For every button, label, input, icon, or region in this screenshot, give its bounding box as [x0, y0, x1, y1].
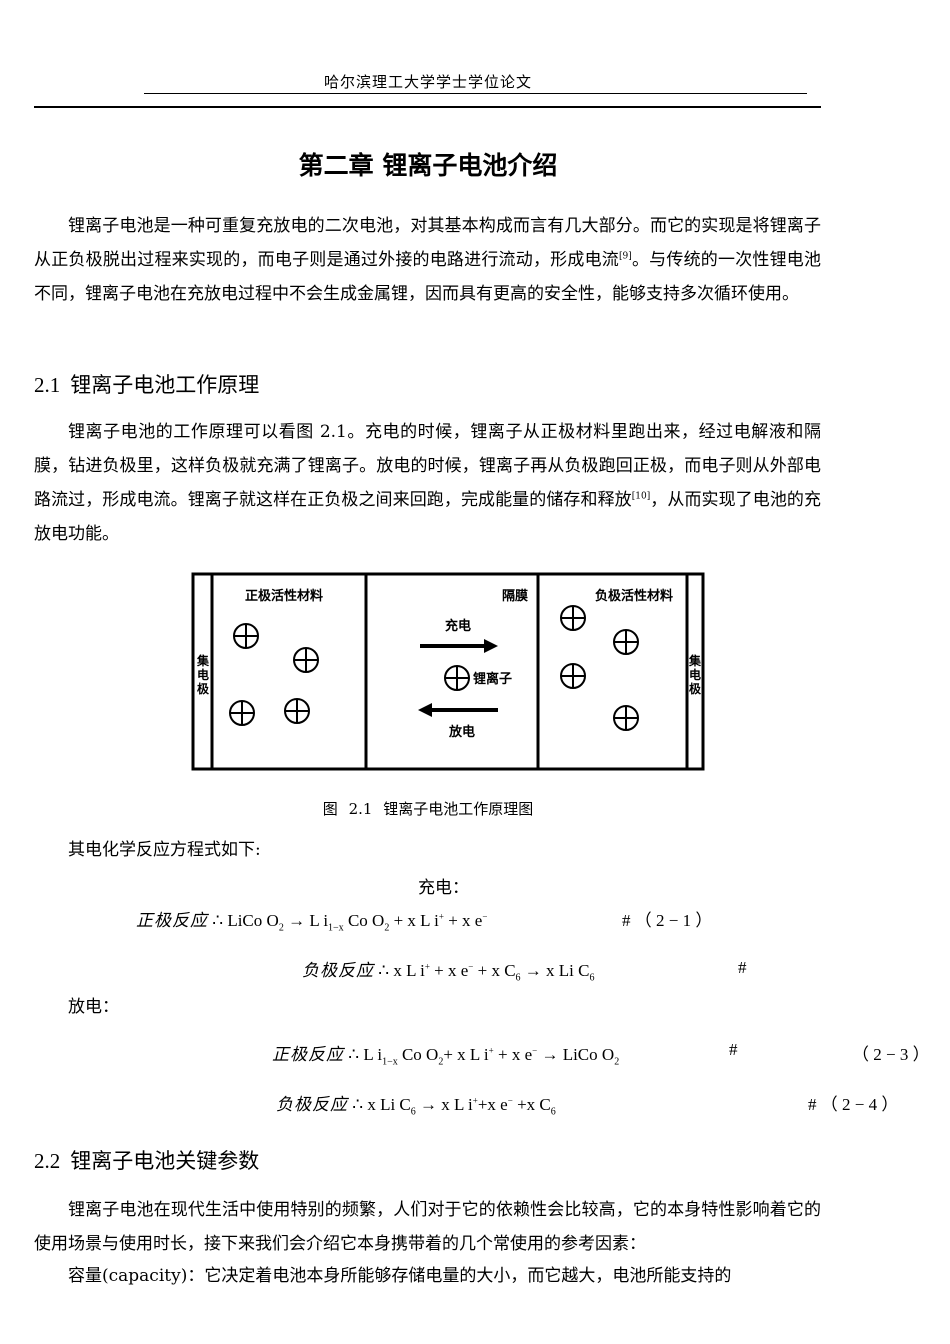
- equation-2-3: 正极反应 ∴ L i1−x Co O2+ x L i+ + x e− → LiC…: [272, 1045, 620, 1068]
- discharge-arrow-head: [418, 703, 432, 717]
- section-heading-2-1: 2.1 锂离子电池工作原理: [34, 369, 259, 399]
- capacity-paragraph: 容量(capacity)：它决定着电池本身所能够存储电量的大小，而它越大，电池所…: [68, 1266, 732, 1286]
- battery-diagram: 正极活性材料 隔膜 负极活性材料 集电极 集电极 充电 放电 锂离子: [191, 572, 705, 771]
- section-title: 锂离子电池关键参数: [70, 1149, 260, 1173]
- intro-text-b: 。与传统的一次性锂电池不同，锂离子电池在充放电过程中不会生成金属锂，因而具有更高…: [34, 250, 822, 304]
- reaction-intro: 其电化学反应方程式如下:: [68, 840, 261, 860]
- equation-label: 正极反应: [136, 911, 208, 931]
- equation-2-1: 正极反应 ∴ LiCo O2 → L i1−x Co O2 + x L i+ +…: [136, 911, 488, 934]
- citation-9: [9]: [619, 251, 632, 262]
- chapter-title: 第二章 锂离子电池介绍: [298, 151, 558, 180]
- figure-caption: 图 2.1 锂离子电池工作原理图: [322, 800, 534, 818]
- header-rule-thin: [144, 93, 807, 94]
- ion-icon: [233, 623, 259, 649]
- charge-heading: 充电：: [418, 878, 469, 898]
- header-rule-thick: [34, 106, 821, 108]
- intro-paragraph: 锂离子电池是一种可重复充放电的二次电池，对其基本构成而言有几大部分。而它的实现是…: [34, 209, 821, 311]
- ion-icon: [284, 698, 310, 724]
- equation-number-2-1: # （ 2 − 1 ）: [622, 911, 713, 930]
- cathode-label: 正极活性材料: [245, 588, 323, 604]
- running-header: 哈尔滨理工大学学士学位论文: [323, 73, 532, 91]
- intro-text-a: 锂离子电池是一种可重复充放电的二次电池，对其基本构成而言有几大部分。而它的实现是…: [34, 216, 821, 270]
- ion-icon: [613, 629, 639, 655]
- equation-label: 正极反应: [272, 1045, 344, 1065]
- equation-label: 负极反应: [302, 961, 374, 981]
- equation-label: 负极反应: [276, 1095, 348, 1115]
- section-number: 2.1: [34, 373, 61, 397]
- citation-10: [10]: [631, 491, 651, 502]
- ion-icon: [560, 663, 586, 689]
- anode-label: 负极活性材料: [595, 588, 673, 604]
- discharge-label: 放电: [448, 724, 475, 740]
- section-2-2-paragraph: 锂离子电池在现代生活中使用特别的频繁，人们对于它的依赖性会比较高，它的本身特性影…: [34, 1200, 821, 1254]
- ion-icon: [613, 705, 639, 731]
- separator-label: 隔膜: [502, 588, 528, 604]
- equation-number-2-3: （ 2 − 3 ）: [852, 1045, 930, 1064]
- ion-icon: [293, 647, 319, 673]
- ion-label: 锂离子: [473, 671, 512, 687]
- charge-arrow-head: [484, 639, 498, 653]
- equation-2-4: 负极反应 ∴ x Li C6 → x L i++x e− +x C6: [276, 1095, 556, 1118]
- discharge-heading: 放电：: [68, 997, 119, 1017]
- section-title: 锂离子电池工作原理: [70, 373, 260, 397]
- ion-icon: [229, 700, 255, 726]
- paragraph-text-a: 锂离子电池的工作原理可以看图 2.1。充电的时候，锂离子从正极材料里跑出来，经过…: [34, 422, 821, 510]
- battery-outline: [191, 572, 705, 771]
- section-number: 2.2: [34, 1149, 61, 1173]
- ion-icon: [560, 605, 586, 631]
- left-collector-label: 集电极: [196, 653, 210, 696]
- ion-center-icon: [444, 665, 470, 691]
- section-2-1-paragraph: 锂离子电池的工作原理可以看图 2.1。充电的时候，锂离子从正极材料里跑出来，经过…: [34, 415, 821, 551]
- equation-number-2-4: # （ 2 − 4 ）: [808, 1095, 899, 1114]
- equation-hash-2-3: #: [729, 1040, 738, 1059]
- charge-label: 充电: [445, 618, 471, 634]
- right-collector-label: 集电极: [688, 653, 702, 696]
- paragraph-text-b: ，从而实现了电池的充放电功能。: [34, 490, 821, 544]
- equation-2-2: 负极反应 ∴ x L i+ + x e− + x C6 → x Li C6: [302, 961, 595, 984]
- section-heading-2-2: 2.2 锂离子电池关键参数: [34, 1145, 259, 1175]
- equation-number-2-2: #: [738, 958, 747, 977]
